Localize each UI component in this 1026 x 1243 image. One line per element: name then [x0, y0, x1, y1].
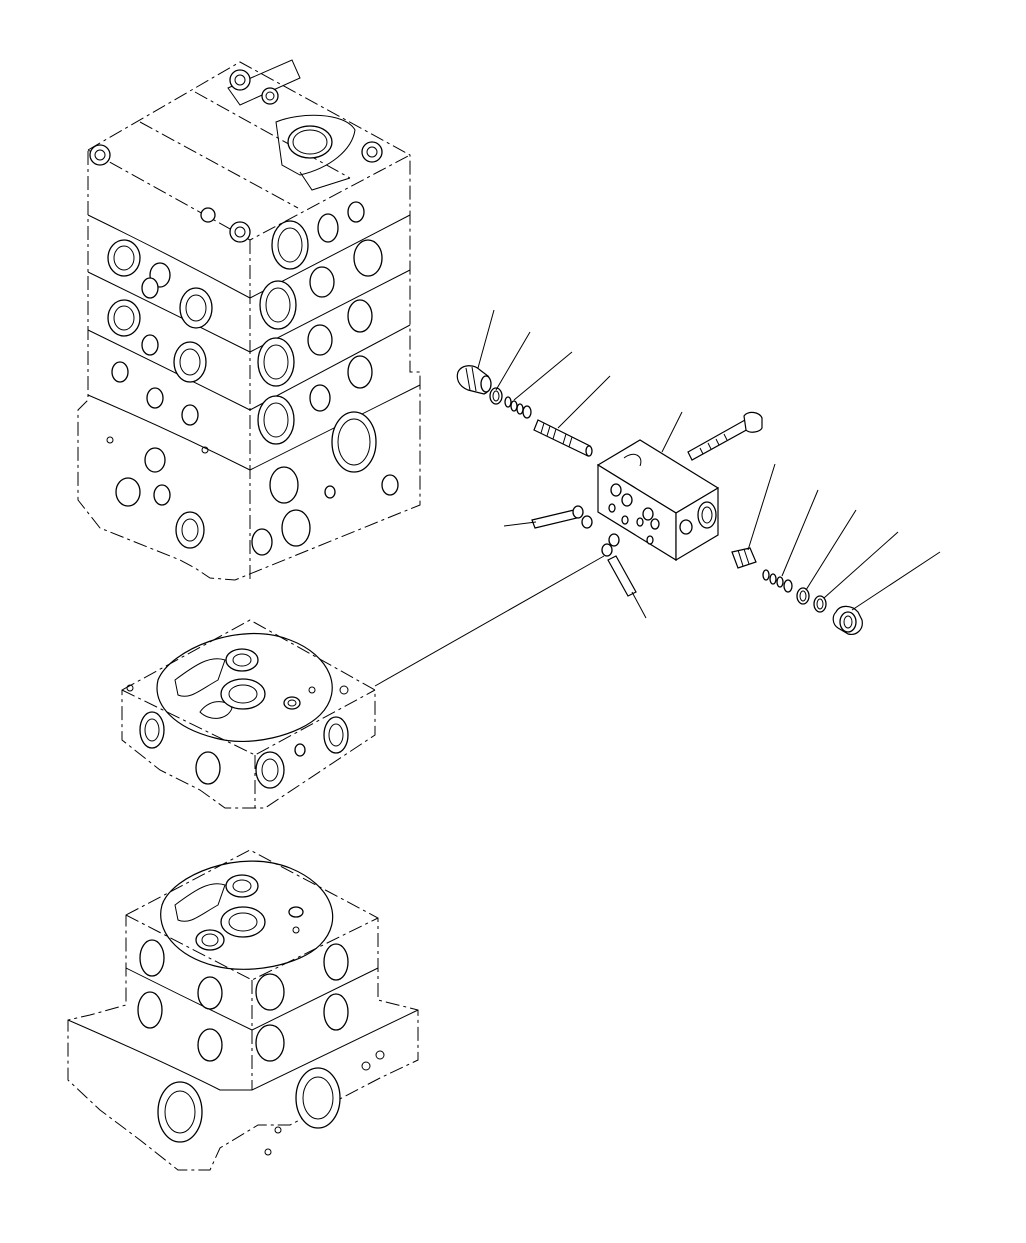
bolt: [687, 411, 763, 461]
main-valve-stack: [77, 59, 421, 581]
spool-right: [731, 547, 757, 569]
o-ring-left: [489, 387, 503, 405]
valve-base-stack: [67, 849, 419, 1171]
valve-block: [596, 439, 720, 562]
valve-section: [121, 619, 376, 809]
o-ring-right-2: [813, 595, 827, 613]
plug-left: [456, 365, 492, 395]
o-ring-right-1: [796, 587, 810, 605]
leader-line-section: [374, 555, 605, 687]
pin-lower: [601, 533, 637, 597]
plug-right: [832, 605, 863, 635]
spring-left: [504, 396, 532, 419]
spring-right: [762, 569, 793, 593]
pin-upper: [531, 505, 593, 529]
callout-leaders: [477, 309, 941, 619]
spool-left: [533, 419, 593, 457]
